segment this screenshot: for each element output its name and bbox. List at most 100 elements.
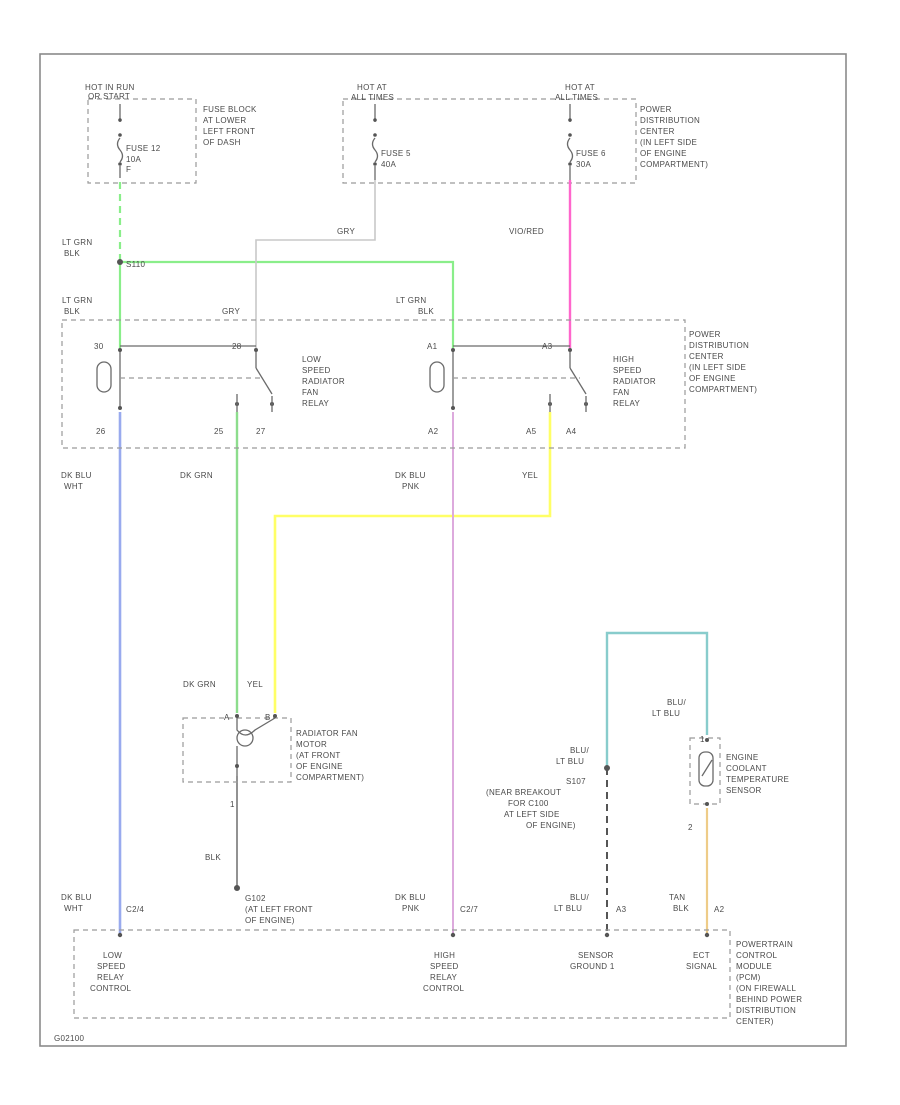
motor-label-5: COMPARTMENT) <box>296 773 364 782</box>
label-dk-blu-wht-b: WHT <box>64 482 83 491</box>
fuse-block-loc-1: FUSE BLOCK <box>203 105 257 114</box>
sensor-label-2: COOLANT <box>726 764 767 773</box>
pdc-loc-4: (IN LEFT SIDE <box>640 138 697 147</box>
motor-label-3: (AT FRONT <box>296 751 341 760</box>
label-lt-grn-2a: LT GRN <box>62 296 92 305</box>
low-relay-label-1: LOW <box>302 355 321 364</box>
wire-blu-lt-blu <box>605 631 709 768</box>
pcm-pin-c27: C2/7 <box>460 905 478 914</box>
pcm-label-1: POWERTRAIN <box>736 940 793 949</box>
high-relay-pin-a3: A3 <box>542 342 553 351</box>
low-relay-label-5: RELAY <box>302 399 330 408</box>
splice-s110-label: S110 <box>126 260 146 269</box>
power-distribution-center-fuses: HOT AT ALL TIMES HOT AT ALL TIMES POWER … <box>342 83 708 184</box>
wire-yel <box>273 412 552 713</box>
pcm-high-4: CONTROL <box>423 984 464 993</box>
label-dk-blu-pnk-a: DK BLU <box>395 471 426 480</box>
ground-g102: G102 (AT LEFT FRONT OF ENGINE) <box>234 885 313 925</box>
low-relay-pin-25: 25 <box>214 427 224 436</box>
fuse6-label-2: 30A <box>576 160 591 169</box>
label-tan-blk-b: BLK <box>673 904 689 913</box>
low-relay-label-4: FAN <box>302 388 318 397</box>
label-lt-grn-3a: LT GRN <box>396 296 426 305</box>
fuse6-symbol <box>566 104 574 180</box>
pcm-label-8: CENTER) <box>736 1017 774 1026</box>
relay-box: POWER DISTRIBUTION CENTER (IN LEFT SIDE … <box>61 319 757 449</box>
high-speed-relay: A1 A3 A2 A5 A4 HIGH SPEED RADIATOR FAN R… <box>427 342 656 436</box>
high-relay-pin-a2: A2 <box>428 427 439 436</box>
radiator-fan-motor: DK GRN YEL A B RADIATOR FAN MOTOR (AT FR… <box>182 680 364 862</box>
low-speed-relay: 30 28 26 25 27 LOW SPEED RADIATOR FAN RE… <box>94 342 345 436</box>
low-relay-pin-26: 26 <box>96 427 106 436</box>
fuse5-symbol <box>371 104 379 180</box>
pcm-high-1: HIGH <box>434 951 455 960</box>
label-blu-lt-blu-2b: LT BLU <box>556 757 584 766</box>
pcm-sg-2: GROUND 1 <box>570 962 615 971</box>
pcm-label-2: CONTROL <box>736 951 777 960</box>
fuse5-hot-line2: ALL TIMES <box>351 93 394 102</box>
splice-s110: S110 <box>117 259 146 269</box>
fuse12-hot-line2: OR START <box>88 92 130 101</box>
ground-label-2: (AT LEFT FRONT <box>245 905 313 914</box>
high-relay-label-3: RADIATOR <box>613 377 656 386</box>
sensor-label-4: SENSOR <box>726 786 762 795</box>
label-dk-grn-2: DK GRN <box>183 680 216 689</box>
label-dk-blu-wht-d: WHT <box>64 904 83 913</box>
sensor-pin-1: 1 <box>700 735 705 744</box>
pcm-low-4: CONTROL <box>90 984 131 993</box>
s107-label-2: (NEAR BREAKOUT <box>486 788 561 797</box>
sensor-label-1: ENGINE <box>726 753 758 762</box>
relay-pdc-loc-6: COMPARTMENT) <box>689 385 757 394</box>
pcm-pin-a2: A2 <box>714 905 725 914</box>
ground-label-3: OF ENGINE) <box>245 916 295 925</box>
label-lt-grn-1a: LT GRN <box>62 238 92 247</box>
high-relay-label-5: RELAY <box>613 399 641 408</box>
high-relay-label-1: HIGH <box>613 355 634 364</box>
high-relay-label-2: SPEED <box>613 366 642 375</box>
relay-pdc-loc-1: POWER <box>689 330 721 339</box>
motor-label-1: RADIATOR FAN <box>296 729 358 738</box>
s107-label-1: S107 <box>566 777 586 786</box>
fuse-block: HOT IN RUN OR START FUSE BLOCK AT LOWER … <box>85 83 257 184</box>
pdc-loc-1: POWER <box>640 105 672 114</box>
pcm-pin-a3: A3 <box>616 905 627 914</box>
low-relay-label-3: RADIATOR <box>302 377 345 386</box>
label-lt-grn-3b: BLK <box>418 307 434 316</box>
s107-label-5: OF ENGINE) <box>526 821 576 830</box>
sensor-pin-2: 2 <box>688 823 693 832</box>
fuse12-symbol <box>116 104 124 178</box>
label-gry-2: GRY <box>222 307 240 316</box>
pdc-loc-6: COMPARTMENT) <box>640 160 708 169</box>
pcm-high-2: SPEED <box>430 962 459 971</box>
fuse-block-loc-3: LEFT FRONT <box>203 127 255 136</box>
fuse6-hot-line2: ALL TIMES <box>555 93 598 102</box>
high-relay-pin-a1: A1 <box>427 342 438 351</box>
label-lt-grn-1b: BLK <box>64 249 80 258</box>
wires <box>118 180 709 935</box>
label-yel-2: YEL <box>247 680 263 689</box>
sensor-label-3: TEMPERATURE <box>726 775 789 784</box>
label-lt-grn-2b: BLK <box>64 307 80 316</box>
fuse-block-loc-2: AT LOWER <box>203 116 246 125</box>
label-blk: BLK <box>205 853 221 862</box>
fuse6-label-1: FUSE 6 <box>576 149 606 158</box>
low-relay-pin-28: 28 <box>232 342 242 351</box>
pcm-label-6: BEHIND POWER <box>736 995 802 1004</box>
low-relay-pin-30: 30 <box>94 342 104 351</box>
diagram-border <box>39 53 847 1047</box>
label-vio-red: VIO/RED <box>509 227 544 236</box>
motor-ground-pin: 1 <box>230 800 235 809</box>
low-relay-pin-27: 27 <box>256 427 266 436</box>
label-dk-blu-wht-c: DK BLU <box>61 893 92 902</box>
fuse5-label-1: FUSE 5 <box>381 149 411 158</box>
label-blu-lt-blu-1a: BLU/ <box>667 698 686 707</box>
low-relay-label-2: SPEED <box>302 366 331 375</box>
label-dk-grn-1: DK GRN <box>180 471 213 480</box>
high-relay-pin-a5: A5 <box>526 427 537 436</box>
motor-pin-a: A <box>224 713 230 722</box>
relay-pdc-loc-2: DISTRIBUTION <box>689 341 749 350</box>
high-relay-pin-a4: A4 <box>566 427 577 436</box>
label-dk-blu-pnk-b: PNK <box>402 482 420 491</box>
fuse12-label-2: 10A <box>126 155 141 164</box>
